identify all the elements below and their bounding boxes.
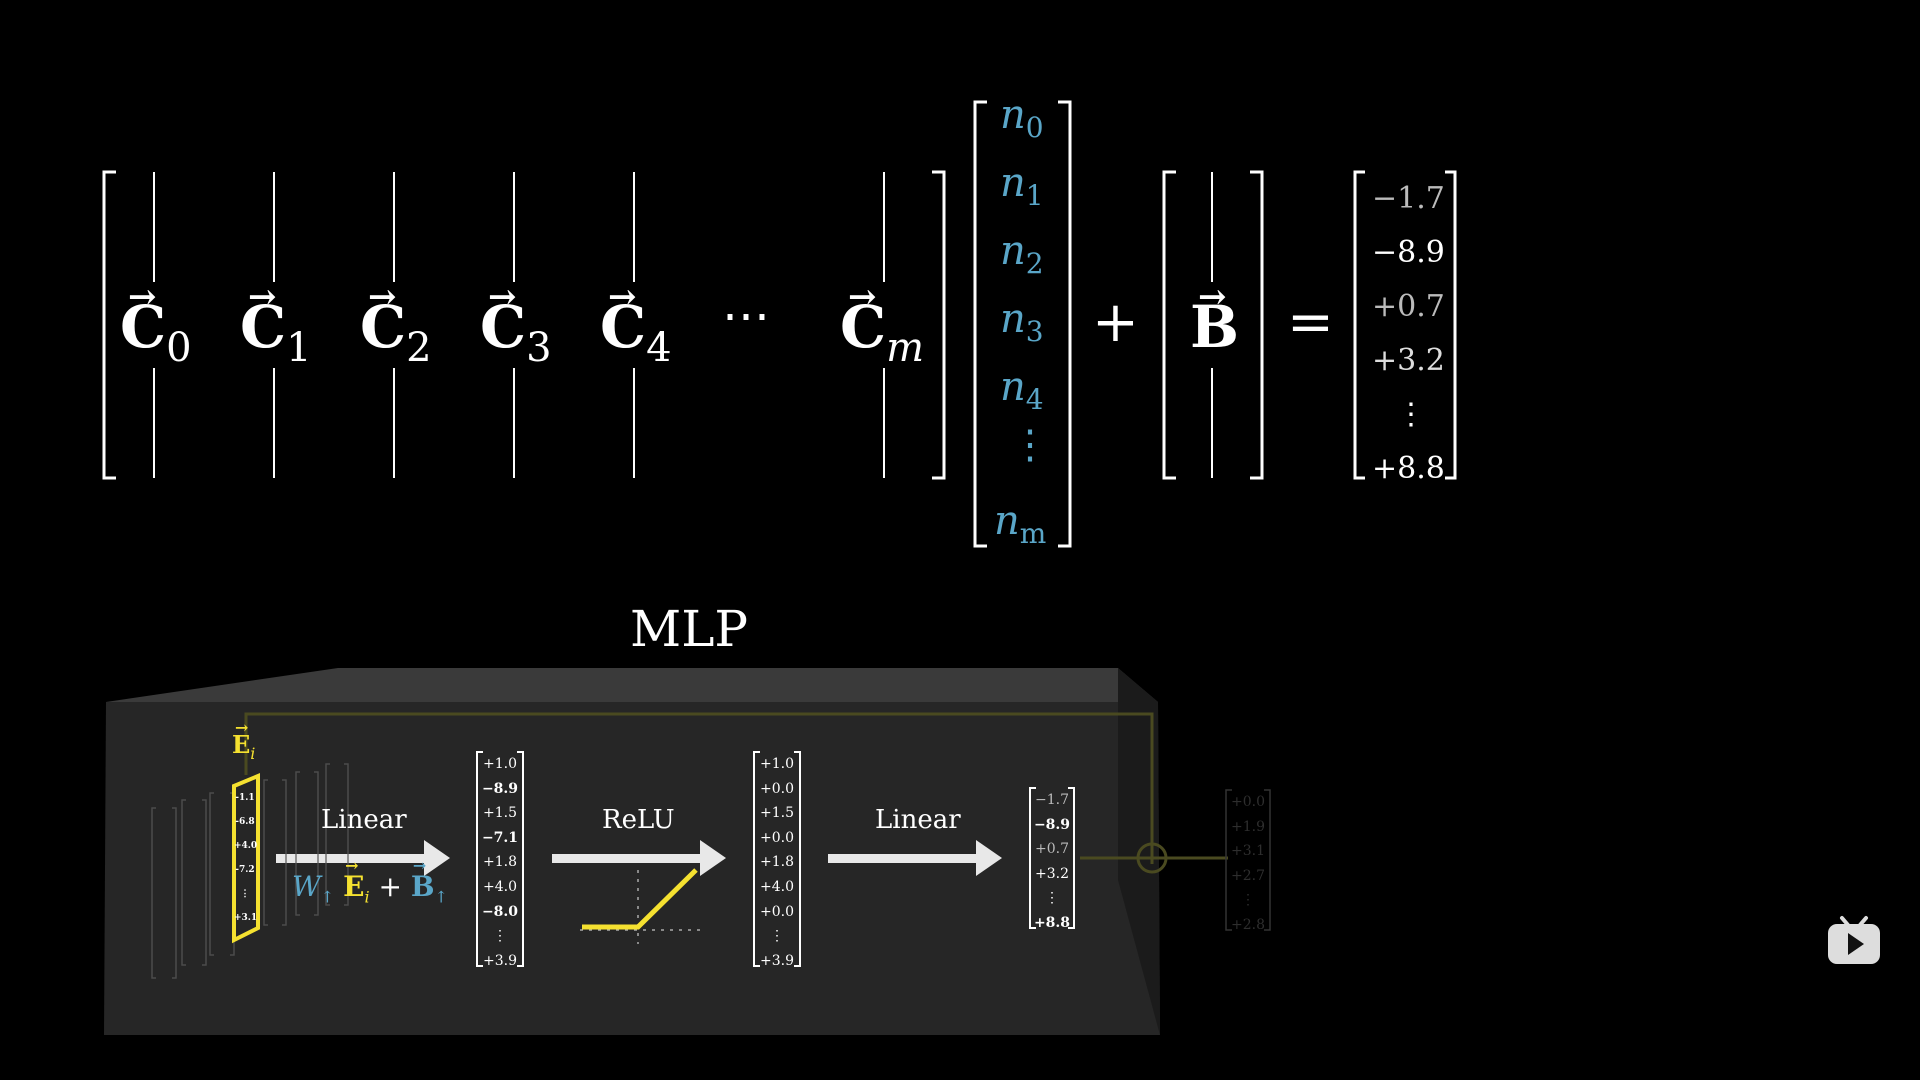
equals-sign: = xyxy=(1287,290,1334,355)
equation-brackets xyxy=(102,100,1457,548)
column-vector-c1: →C1 xyxy=(240,277,312,371)
relu-vector-brackets xyxy=(753,751,801,967)
result-value: +8.8 xyxy=(1372,451,1445,486)
n-label-m: nm xyxy=(994,498,1047,550)
n-vdots: ⋮ xyxy=(1010,422,1050,468)
n-label-0: n0 xyxy=(1000,92,1044,144)
input-embedding-highlight xyxy=(232,773,260,944)
ghost-output-brackets xyxy=(1225,789,1271,931)
residual-connection xyxy=(244,712,1228,874)
flow-arrows xyxy=(276,840,1002,876)
column-vector-c0: →C0 xyxy=(120,277,192,371)
n-vector-right-bracket xyxy=(1058,100,1072,548)
bias-left-bracket xyxy=(1162,170,1176,480)
bias-right-bracket xyxy=(1250,170,1264,480)
output-vector: −1.7−8.9+0.7+3.2⋮+8.8 xyxy=(1033,792,1071,931)
hidden-vector: +1.0−8.9+1.5−7.1+1.8+4.0−8.0⋮+3.9 xyxy=(481,756,519,969)
plus-sign: + xyxy=(1092,290,1139,355)
column-vector-c3: →C3 xyxy=(480,277,552,371)
layer1-label: Linear xyxy=(321,805,407,835)
matrix-right-bracket xyxy=(932,170,946,480)
n-label-3: n3 xyxy=(1000,296,1044,348)
bilibili-tv-icon[interactable] xyxy=(1826,915,1882,967)
result-right-bracket xyxy=(1445,170,1457,480)
result-value: −1.7 xyxy=(1372,181,1445,216)
column-vector-c2: →C2 xyxy=(360,277,432,371)
result-vector: −1.7 −8.9 +0.7 +3.2 ⋮ +8.8 xyxy=(1372,172,1445,496)
hidden-vector-brackets xyxy=(476,751,524,967)
layer2-label: ReLU xyxy=(602,805,675,835)
result-value: −8.9 xyxy=(1372,235,1445,270)
input-matrix-ghost xyxy=(151,763,349,979)
column-vector-cm: →Cm xyxy=(840,277,925,371)
n-label-2: n2 xyxy=(1000,228,1044,280)
input-embedding-label: →Ei xyxy=(232,718,256,763)
layer1-formula: W↑ →Ei + →B↑ xyxy=(292,856,448,907)
relu-graph xyxy=(580,868,700,944)
result-value: +0.7 xyxy=(1372,289,1445,324)
mlp-title: MLP xyxy=(630,600,749,658)
mlp-box-front xyxy=(104,702,1160,1035)
result-value: +3.2 xyxy=(1372,343,1445,378)
n-label-4: n4 xyxy=(1000,364,1044,416)
result-left-bracket xyxy=(1353,170,1365,480)
column-vector-c4: →C4 xyxy=(600,277,672,371)
ghost-output-vector: +0.0+1.9+3.1+2.7⋮+2.8 xyxy=(1231,794,1265,933)
result-value: ⋮ xyxy=(1396,397,1426,432)
column-ellipsis: ⋯ xyxy=(722,288,770,344)
relu-output-vector: +1.0+0.0+1.5+0.0+1.8+4.0+0.0⋮+3.9 xyxy=(760,756,794,969)
output-vector-brackets xyxy=(1029,787,1075,929)
matrix-left-bracket xyxy=(102,170,116,480)
n-vector-left-bracket xyxy=(973,100,987,548)
n-label-1: n1 xyxy=(1000,160,1044,212)
layer3-label: Linear xyxy=(875,805,961,835)
bias-vector-b: →B xyxy=(1190,277,1240,361)
mlp-box-top xyxy=(106,668,1158,702)
input-values: -1.1-6.8+4.0-7.2⋮+3.1 xyxy=(234,793,258,923)
